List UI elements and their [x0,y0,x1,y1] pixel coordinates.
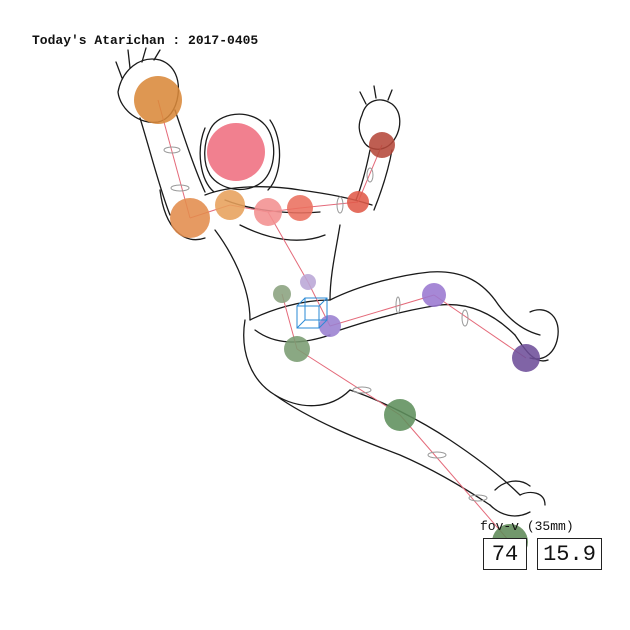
joint-right-foot[interactable] [512,344,540,372]
joint-left-thigh[interactable] [284,336,310,362]
fov-label-text: fov-v [480,519,520,534]
joint-left-hip[interactable] [273,285,291,303]
joint-pelvis[interactable] [319,315,341,337]
joint-right-elbow[interactable] [347,191,369,213]
page-title: Today's Atarichan : 2017-0405 [32,33,259,48]
center-cube[interactable] [296,297,328,329]
joint-head[interactable] [207,123,265,181]
lens-value-input[interactable]: 15.9 [537,538,602,570]
joint-right-hand[interactable] [369,132,395,158]
joint-spine[interactable] [300,274,316,290]
joint-left-hand[interactable] [134,76,182,124]
joint-rings [163,146,488,502]
joint-left-knee[interactable] [384,399,416,431]
joint-right-shoulder[interactable] [287,195,313,221]
lens-label-text: (35mm) [526,519,574,534]
joint-right-knee[interactable] [422,283,446,307]
figure-sketch [115,47,559,517]
joint-left-shoulder[interactable] [215,190,245,220]
fov-value-input[interactable]: 74 [483,538,527,570]
joint-left-elbow[interactable] [170,198,210,238]
joint-markers [134,76,540,560]
fov-label: fov-v (35mm) [480,519,574,534]
joint-neck[interactable] [254,198,282,226]
